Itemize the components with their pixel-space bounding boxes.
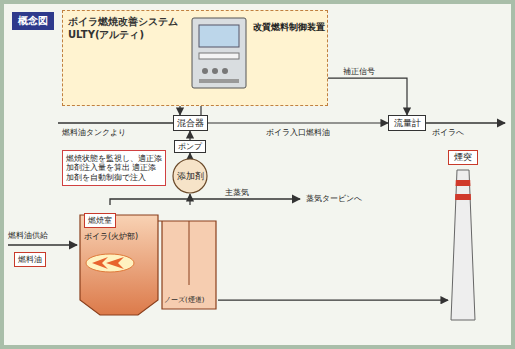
fuel-feed-arrow [8, 244, 77, 245]
pump-box: ポンプ [174, 140, 206, 153]
boiler: ボイラ(火炉部) 燃焼室ノーズ(煙道) [78, 205, 218, 317]
fuel-pipe-out [426, 122, 505, 123]
steam-destination-label: 蒸気タービンへ [306, 193, 362, 204]
system-group: ボイラ燃焼改善システム ULTY(アルティ)改質燃料制御装置 [62, 10, 328, 106]
pipe-label: 燃料油タンクより [62, 127, 126, 138]
steam-line [110, 199, 300, 205]
connector [189, 194, 190, 205]
additive-tank: 添加剤 [172, 158, 208, 194]
fuel-tag: 燃料油 [14, 252, 46, 267]
connector [189, 131, 190, 140]
connector [208, 122, 388, 123]
flowmeter-box: 流量計 [388, 115, 426, 131]
steam-label: 主蒸気 [225, 187, 249, 198]
note-box: 燃焼状態を監視し、適正添加剤注入量を算出 適正添加剤を自動制御で注入 [62, 150, 166, 186]
stack: 煙突 [448, 150, 478, 320]
node-text: 改質燃料制御装置 [253, 21, 325, 34]
node-text: ポンプ [178, 141, 202, 152]
pipe-label: ボイラへ [432, 127, 464, 138]
diagram-title: 概念図 [12, 12, 54, 30]
combustion-chamber-box: 燃焼室 [84, 213, 116, 228]
node-text: 燃焼室 [88, 215, 112, 226]
nose-label-box: ノーズ(煙道) [164, 295, 204, 305]
node-text: ボイラ(火炉部) [84, 231, 138, 242]
connector [189, 153, 190, 158]
device-outline [191, 17, 247, 89]
node-text: 燃焼状態を監視し、適正添加剤注入量を算出 適正添加剤を自動制御で注入 [66, 154, 162, 182]
panel [4, 4, 511, 345]
node-text: 混合器 [177, 117, 204, 130]
node-text: ボイラ燃焼改善システム ULTY(アルティ) [68, 16, 186, 41]
stack-outline [448, 150, 478, 320]
node-text: 流量計 [394, 117, 421, 130]
connector-label: ボイラ入口燃料油 [264, 127, 332, 138]
node-text: ノーズ(煙道) [164, 295, 204, 305]
connector [218, 300, 448, 301]
connector-label: 補正信号 [341, 66, 377, 77]
node-text: 煙突 [448, 150, 478, 165]
fuel-pipe-in [58, 122, 173, 123]
node-text: 添加剤 [177, 170, 204, 183]
mixer-box: 混合器 [173, 115, 208, 131]
controller-device: 改質燃料制御装置 [191, 17, 247, 89]
feed-label: 燃料油供給 [8, 230, 48, 241]
